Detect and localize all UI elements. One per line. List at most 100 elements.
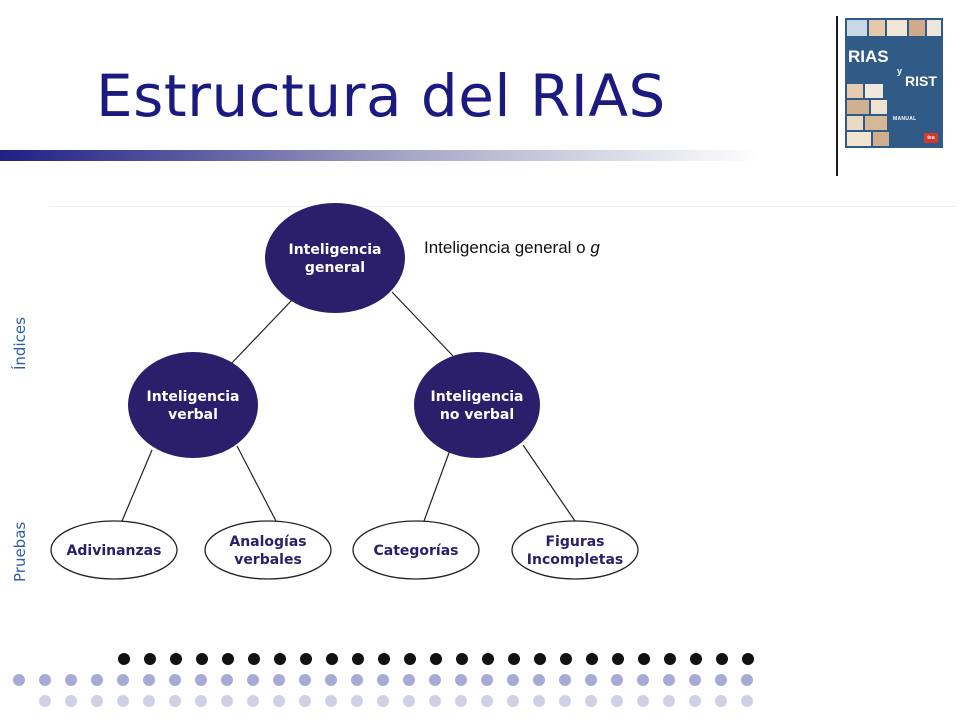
- decor-dot-r1-14: [377, 674, 389, 686]
- decor-dot-r1-4: [117, 674, 129, 686]
- node-analogias-label-1: verbales: [234, 552, 302, 568]
- decor-dot-r0-12: [430, 653, 442, 665]
- node-figuras-shape: [511, 520, 639, 580]
- decor-dot-r2-1: [65, 695, 77, 707]
- decor-dot-r1-18: [481, 674, 493, 686]
- decor-dot-r1-21: [559, 674, 571, 686]
- decor-dot-r1-7: [195, 674, 207, 686]
- decor-dot-r1-16: [429, 674, 441, 686]
- decor-dot-r0-10: [378, 653, 390, 665]
- node-categorias-label-0: Categorías: [373, 543, 458, 559]
- edge-verbal-adivinanzas: [121, 449, 153, 522]
- node-analogias: Analogías verbales: [204, 520, 332, 580]
- decor-dot-r0-7: [300, 653, 312, 665]
- cover-title-rias: RIAS: [848, 47, 889, 66]
- cover-subtitle: MANUAL: [893, 116, 917, 122]
- node-analogias-label-0: Analogías: [229, 534, 306, 550]
- node-categorias: Categorías: [352, 520, 480, 580]
- decor-dot-r0-17: [560, 653, 572, 665]
- node-general-label-0: Inteligencia: [289, 242, 382, 258]
- decor-dot-r2-26: [715, 695, 727, 707]
- decor-dot-r2-24: [663, 695, 675, 707]
- edge-general-verbal: [229, 299, 293, 366]
- node-adivinanzas: Adivinanzas: [50, 520, 178, 580]
- node-verbal-shape: [128, 352, 258, 458]
- decor-dot-r0-16: [534, 653, 546, 665]
- decor-dot-r2-2: [91, 695, 103, 707]
- decor-dot-r2-16: [455, 695, 467, 707]
- decor-dot-r1-9: [247, 674, 259, 686]
- decor-dot-r0-24: [742, 653, 754, 665]
- node-general-label-1: general: [305, 260, 365, 276]
- decor-dot-r1-26: [689, 674, 701, 686]
- decor-dot-r0-15: [508, 653, 520, 665]
- decor-dot-r2-19: [533, 695, 545, 707]
- annotation-text: Inteligencia general o: [424, 238, 591, 257]
- decor-dot-r0-19: [612, 653, 624, 665]
- decor-dot-r0-21: [664, 653, 676, 665]
- decor-dot-r0-11: [404, 653, 416, 665]
- decor-dot-r1-20: [533, 674, 545, 686]
- decor-dot-r2-25: [689, 695, 701, 707]
- decor-dot-r2-20: [559, 695, 571, 707]
- decor-dot-r2-9: [273, 695, 285, 707]
- decor-dot-r2-4: [143, 695, 155, 707]
- decor-dot-r1-8: [221, 674, 233, 686]
- decor-dot-r1-22: [585, 674, 597, 686]
- edge-verbal-analogias: [236, 445, 277, 522]
- general-intelligence-annotation: Inteligencia general o g: [424, 238, 600, 258]
- decor-dot-r1-19: [507, 674, 519, 686]
- decor-dot-r2-3: [117, 695, 129, 707]
- edge-noverbal-figuras: [522, 444, 576, 522]
- node-figuras-label-1: Incompletas: [527, 552, 623, 568]
- publisher-logo: tea: [924, 133, 938, 143]
- book-cover-image: RIAS y RIST MANUAL tea: [845, 18, 943, 148]
- node-noverbal-shape: [414, 352, 540, 458]
- decor-dot-r0-5: [248, 653, 260, 665]
- title-underline-bar: [0, 150, 760, 161]
- decor-dot-r1-2: [65, 674, 77, 686]
- decor-dot-r1-23: [611, 674, 623, 686]
- decor-dot-r2-21: [585, 695, 597, 707]
- decor-dot-r0-9: [352, 653, 364, 665]
- decor-dot-r0-1: [144, 653, 156, 665]
- decor-dot-r1-3: [91, 674, 103, 686]
- cover-photo-collage: [847, 20, 941, 146]
- decor-dot-r0-13: [456, 653, 468, 665]
- node-noverbal-label-1: no verbal: [440, 407, 514, 423]
- decor-dot-r2-18: [507, 695, 519, 707]
- decor-dot-r0-3: [196, 653, 208, 665]
- node-general-shape: [265, 203, 405, 313]
- decor-dot-r2-17: [481, 695, 493, 707]
- decor-dot-r1-17: [455, 674, 467, 686]
- node-categorias-shape: [352, 520, 480, 580]
- decor-dot-r2-23: [637, 695, 649, 707]
- node-general: Inteligencia general: [265, 203, 405, 313]
- decor-dot-r2-22: [611, 695, 623, 707]
- horizontal-divider: [50, 206, 956, 207]
- decor-dot-r0-0: [118, 653, 130, 665]
- decor-dot-r2-14: [403, 695, 415, 707]
- edge-noverbal-categorias: [423, 449, 451, 522]
- decor-dot-r1-0: [13, 674, 25, 686]
- cover-conjunction: y: [897, 66, 903, 76]
- decor-dot-r1-5: [143, 674, 155, 686]
- decor-dot-r2-5: [169, 695, 181, 707]
- decor-dot-r0-23: [716, 653, 728, 665]
- slide-title: Estructura del RIAS: [96, 62, 666, 130]
- decor-dot-r1-24: [637, 674, 649, 686]
- decor-dot-r0-14: [482, 653, 494, 665]
- annotation-g: g: [590, 238, 600, 257]
- decor-dot-r1-15: [403, 674, 415, 686]
- decor-dot-r1-28: [741, 674, 753, 686]
- decor-dot-r1-11: [299, 674, 311, 686]
- node-analogias-shape: [204, 520, 332, 580]
- decor-dot-r1-6: [169, 674, 181, 686]
- vertical-divider: [836, 16, 838, 176]
- edge-general-noverbal: [391, 291, 454, 357]
